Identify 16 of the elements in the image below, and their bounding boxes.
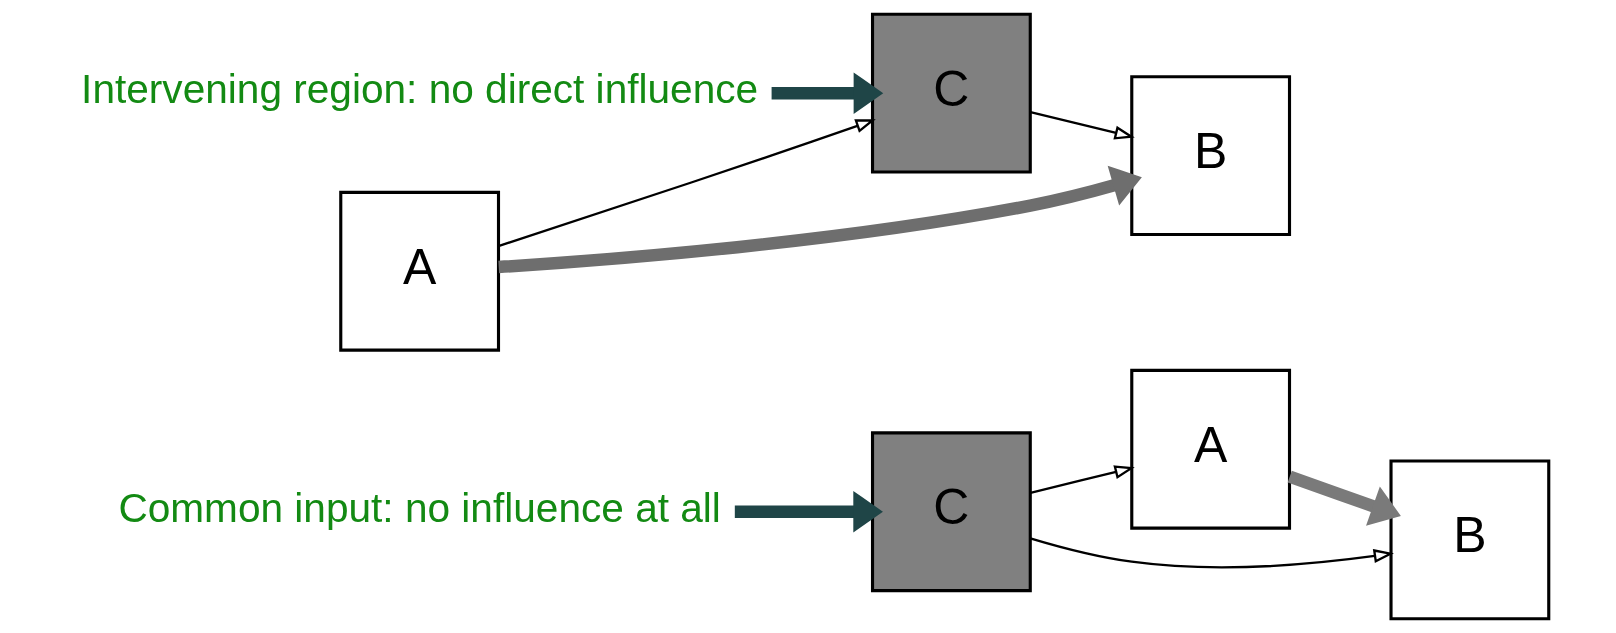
node-box: A [338,190,500,352]
node-box: A [1129,368,1291,530]
node-box: B [1129,75,1291,237]
arrow [1029,465,1135,494]
node-box: C [870,431,1032,593]
arrow [1029,537,1394,569]
arrow [734,491,883,533]
arrow [1029,110,1135,140]
node-text: Intervening region: no direct influence [80,66,758,113]
arrow [498,119,876,247]
arrow [497,165,1142,274]
node-box: B [1388,459,1550,621]
arrow [1287,470,1401,526]
arrow [771,72,883,114]
node-text: Common input: no influence at all [117,484,721,531]
node-box: C [870,12,1032,174]
